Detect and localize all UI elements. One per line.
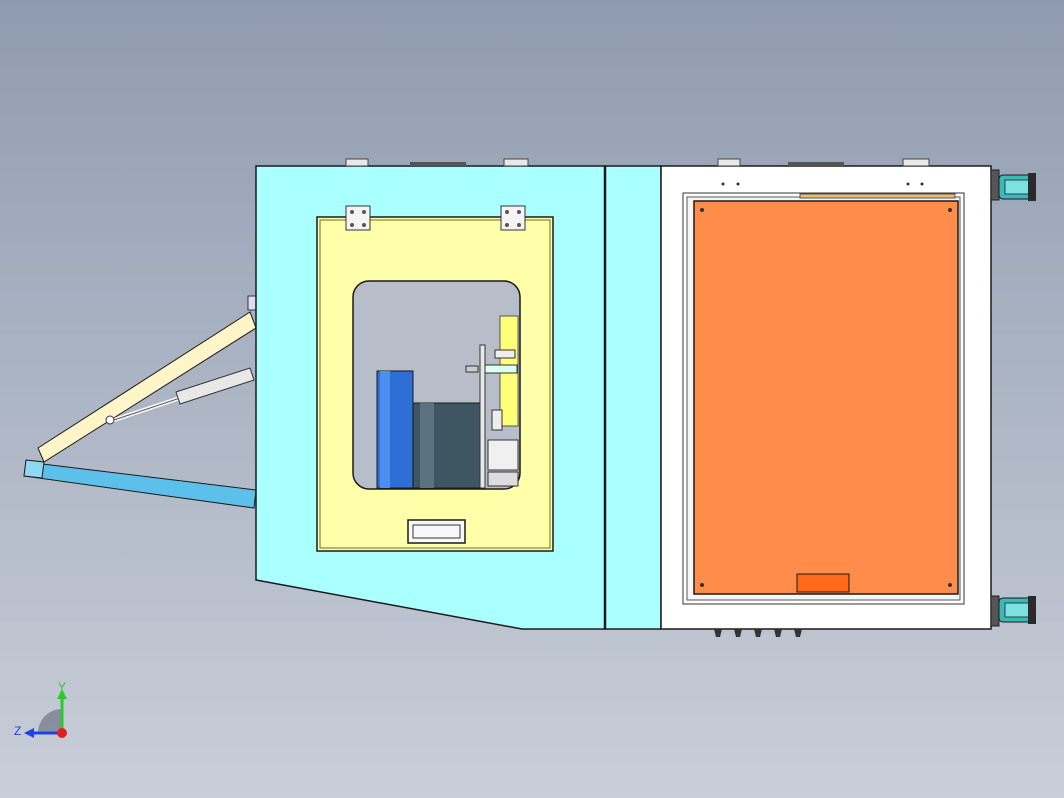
gas-spring-rod-outline [107,397,181,423]
panel-screw [700,583,704,587]
lid-assembly[interactable] [23,295,257,509]
door-hinge [345,205,371,231]
motor-flange-highlight [380,371,390,488]
access-door[interactable] [316,205,554,552]
top-tab [902,158,930,167]
panel-inner-frame [682,192,965,605]
electrical-panel[interactable] [660,158,992,637]
panel-screw [948,583,952,587]
panel-screw [700,208,704,212]
gas-spring-pivot [105,415,115,425]
frame-bolt [920,182,924,186]
door-handle[interactable] [407,519,466,544]
z-axis-label: Z [14,724,21,738]
mech-block [487,471,519,487]
orientation-triad: Y Z [14,680,67,738]
mech-part [491,409,503,431]
lid-hinge-top [247,295,257,311]
y-axis-label: Y [58,680,66,694]
caster-bottom [990,595,1036,627]
frame-bolt [906,182,910,186]
lid-bracket [23,459,45,479]
top-tab [717,158,741,167]
top-rail [410,162,466,166]
gas-spring-cylinder [175,367,255,405]
top-tab [345,158,369,167]
triad-quarter-disc [38,709,62,733]
motor-body-highlight [420,403,434,488]
panel-screw [948,208,952,212]
top-tab [503,158,529,167]
top-rail [788,162,844,166]
mech-bracket [494,349,516,359]
door-inner-edge [319,219,551,549]
door-handle-grip [412,524,461,539]
x-axis-dot [57,728,67,738]
frame-bolt [736,182,740,186]
frame-bolt [721,182,725,186]
z-axis-arrowhead [24,728,34,738]
mech-block [487,439,519,471]
orange-panel [693,200,959,595]
panel-top-strip [799,193,956,199]
caster-top [990,169,1036,201]
cable-glands [714,629,802,637]
cabinet-mid-panel [604,165,662,630]
lid-beam [23,461,257,509]
y-axis-arrowhead [57,689,67,699]
mech-post [479,344,486,489]
panel-latch[interactable] [796,573,850,593]
door-hinge [500,205,526,231]
mech-bracket [484,364,518,374]
mech-screw [465,365,479,373]
